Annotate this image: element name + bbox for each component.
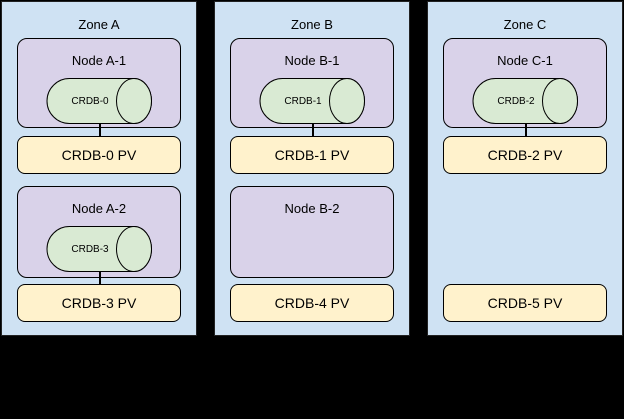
node-box-c1: Node C-1 CRDB-2 xyxy=(443,38,607,128)
zone-title: Zone B xyxy=(291,17,333,32)
pv-label: CRDB-5 PV xyxy=(487,295,563,311)
node-title: Node A-2 xyxy=(71,201,127,216)
zone-title: Zone C xyxy=(503,17,547,32)
pv-box: CRDB-4 PV xyxy=(230,284,394,322)
pv-label: CRDB-1 PV xyxy=(274,147,350,163)
pv-box: CRDB-5 PV xyxy=(443,284,607,322)
node-box-a1: Node A-1 CRDB-0 xyxy=(17,38,181,128)
pv-box: CRDB-0 PV xyxy=(17,136,181,174)
pv-label: CRDB-3 PV xyxy=(61,295,137,311)
zone-c: Zone C Node C-1 CRDB-2 CRDB-2 PV CRDB-5 … xyxy=(427,1,623,336)
db-label: CRDB-0 xyxy=(71,95,109,107)
connector-line xyxy=(525,124,527,136)
database-cylinder-icon: CRDB-1 xyxy=(259,78,365,124)
node-title: Node B-1 xyxy=(284,53,340,68)
db-label: CRDB-1 xyxy=(284,95,322,107)
pv-label: CRDB-2 PV xyxy=(487,147,563,163)
database-cylinder-icon: CRDB-3 xyxy=(46,226,152,272)
pv-box: CRDB-2 PV xyxy=(443,136,607,174)
db-label: CRDB-2 xyxy=(497,95,535,107)
zone-b: Zone B Node B-1 CRDB-1 CRDB-1 PV Node B-… xyxy=(214,1,410,336)
node-title: Node C-1 xyxy=(497,53,553,68)
pv-label: CRDB-4 PV xyxy=(274,295,350,311)
pv-label: CRDB-0 PV xyxy=(61,147,137,163)
db-label: CRDB-3 xyxy=(71,243,109,255)
node-box-b2: Node B-2 xyxy=(230,186,394,278)
pv-box: CRDB-1 PV xyxy=(230,136,394,174)
node-title: Node B-2 xyxy=(284,201,340,216)
database-cylinder-icon: CRDB-0 xyxy=(46,78,152,124)
database-cylinder-icon: CRDB-2 xyxy=(472,78,578,124)
node-title: Node A-1 xyxy=(71,53,127,68)
node-box-b1: Node B-1 CRDB-1 xyxy=(230,38,394,128)
pv-box: CRDB-3 PV xyxy=(17,284,181,322)
connector-line xyxy=(99,124,101,136)
connector-line xyxy=(99,272,101,284)
zone-a: Zone A Node A-1 CRDB-0 CRDB-0 PV Node A-… xyxy=(1,1,197,336)
node-box-a2: Node A-2 CRDB-3 xyxy=(17,186,181,278)
zone-title: Zone A xyxy=(78,17,120,32)
connector-line xyxy=(312,124,314,136)
